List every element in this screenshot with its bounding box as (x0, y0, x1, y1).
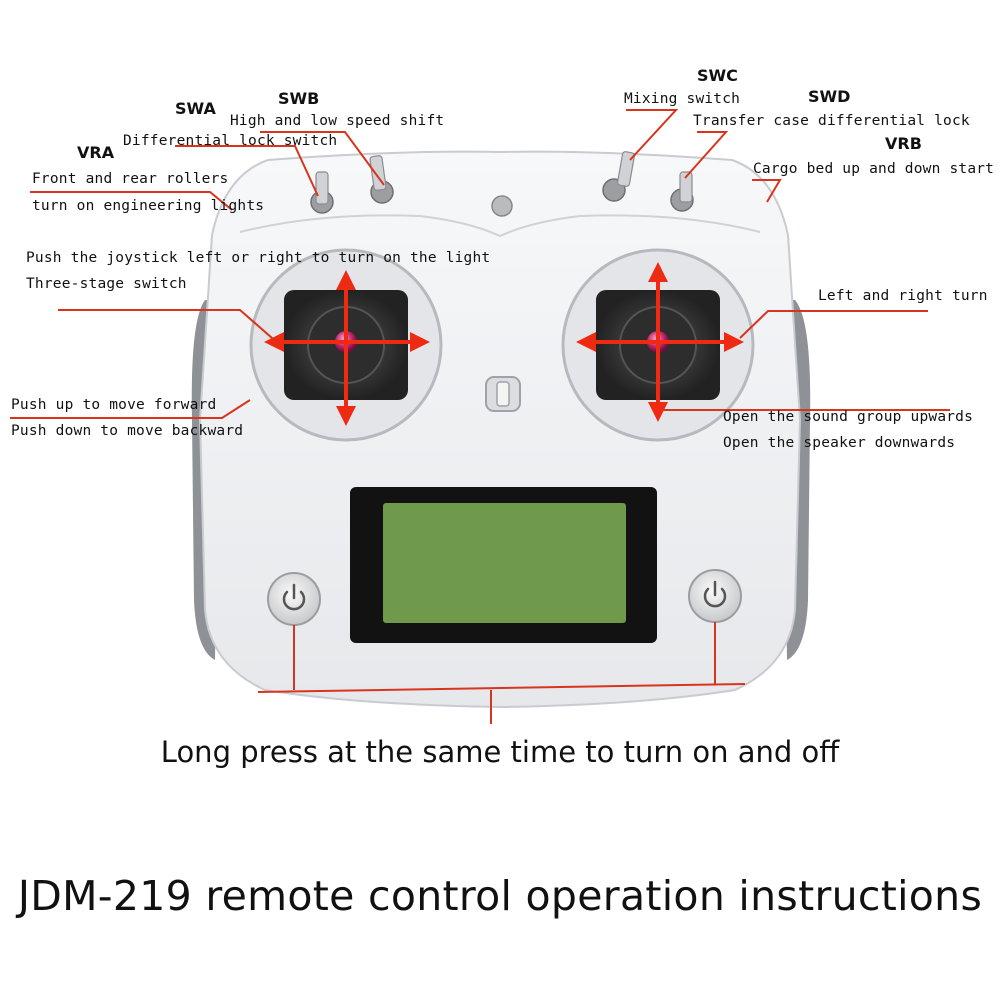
label-sound-group: Open the sound group upwards (723, 409, 974, 425)
top-center-knob[interactable] (491, 195, 513, 217)
transmitter-body (191, 150, 811, 709)
leader-left-stick-side (58, 309, 281, 346)
power-icon (703, 580, 727, 608)
right-stick-arrows (576, 262, 744, 422)
label-cargo-bed: Cargo bed up and down start (753, 161, 995, 177)
left-stick-arrows (264, 270, 430, 426)
code-vrb: VRB (885, 134, 922, 153)
code-vra: VRA (77, 143, 115, 162)
lcd-screen (383, 503, 626, 623)
leader-lines (10, 109, 950, 724)
label-speed-shift: High and low speed shift (230, 113, 445, 129)
switch-swd[interactable] (670, 171, 694, 212)
code-swd: SWD (808, 87, 851, 106)
label-mixing-switch: Mixing switch (624, 91, 741, 107)
power-icon (282, 583, 306, 611)
switch-vra[interactable] (310, 171, 334, 214)
label-three-stage: Three-stage switch (26, 276, 187, 292)
code-swc: SWC (697, 66, 738, 85)
label-transfer-case: Transfer case differential lock (693, 113, 970, 129)
leader-swc (626, 109, 679, 161)
leader-swb (260, 131, 385, 186)
label-speaker: Open the speaker downwards (723, 435, 956, 451)
leader-left-stick-down (10, 399, 251, 419)
code-swb: SWB (278, 89, 320, 108)
label-differential-lock: Differential lock switch (123, 133, 338, 149)
leader-vrb (752, 179, 782, 203)
label-push-joystick-light: Push the joystick left or right to turn … (26, 250, 491, 266)
label-rollers-1: Front and rear rollers (32, 171, 229, 187)
power-instruction: Long press at the same time to turn on a… (160, 735, 840, 769)
leader-swd (684, 131, 729, 179)
switch-swc[interactable] (602, 151, 635, 202)
panel-seam (239, 214, 761, 238)
leader-vra (30, 191, 233, 211)
leader-swa (175, 145, 319, 197)
label-push-down: Push down to move backward (11, 423, 244, 439)
leader-power-bottom (257, 683, 746, 693)
label-left-right-turn: Left and right turn (818, 288, 988, 304)
code-swa: SWA (175, 99, 216, 118)
left-power-button[interactable] (267, 572, 321, 626)
label-rollers-2: turn on engineering lights (32, 198, 265, 214)
page-title: JDM-219 remote control operation instruc… (17, 872, 983, 920)
label-push-up: Push up to move forward (11, 397, 217, 413)
right-power-button[interactable] (688, 569, 742, 623)
leader-right-turn (739, 310, 928, 339)
